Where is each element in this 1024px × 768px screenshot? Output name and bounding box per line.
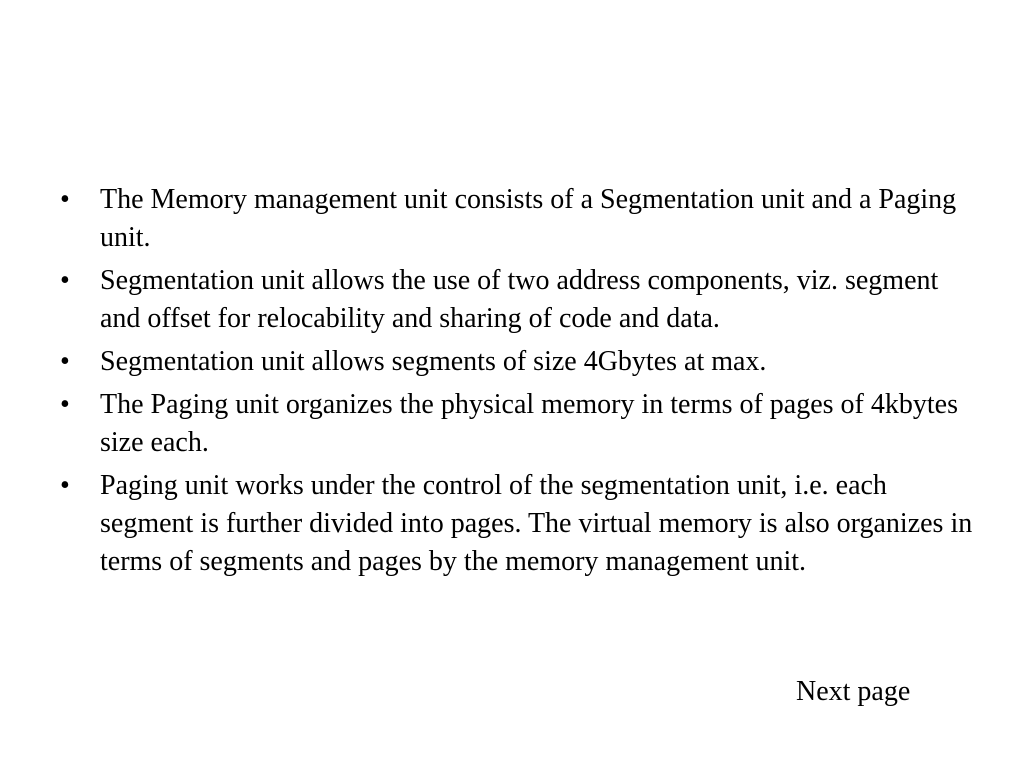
bullet-glyph: • xyxy=(60,389,70,420)
bullet-list: • The Memory management unit consists of… xyxy=(57,181,977,581)
bullet-item: • Segmentation unit allows segments of s… xyxy=(57,343,977,381)
slide-body: • The Memory management unit consists of… xyxy=(57,181,977,586)
bullet-glyph: • xyxy=(60,184,70,215)
bullet-item: • Paging unit works under the control of… xyxy=(57,467,977,581)
bullet-glyph: • xyxy=(60,265,70,296)
bullet-text: Paging unit works under the control of t… xyxy=(100,470,973,577)
bullet-text: The Paging unit organizes the physical m… xyxy=(100,389,958,458)
bullet-glyph: • xyxy=(60,346,70,377)
bullet-text: Segmentation unit allows segments of siz… xyxy=(100,346,767,377)
bullet-item: • The Memory management unit consists of… xyxy=(57,181,977,257)
next-page-link[interactable]: Next page xyxy=(796,676,911,707)
bullet-item: • The Paging unit organizes the physical… xyxy=(57,386,977,462)
bullet-glyph: • xyxy=(60,470,70,501)
bullet-item: • Segmentation unit allows the use of tw… xyxy=(57,262,977,338)
bullet-text: The Memory management unit consists of a… xyxy=(100,184,957,253)
bullet-text: Segmentation unit allows the use of two … xyxy=(100,265,939,334)
